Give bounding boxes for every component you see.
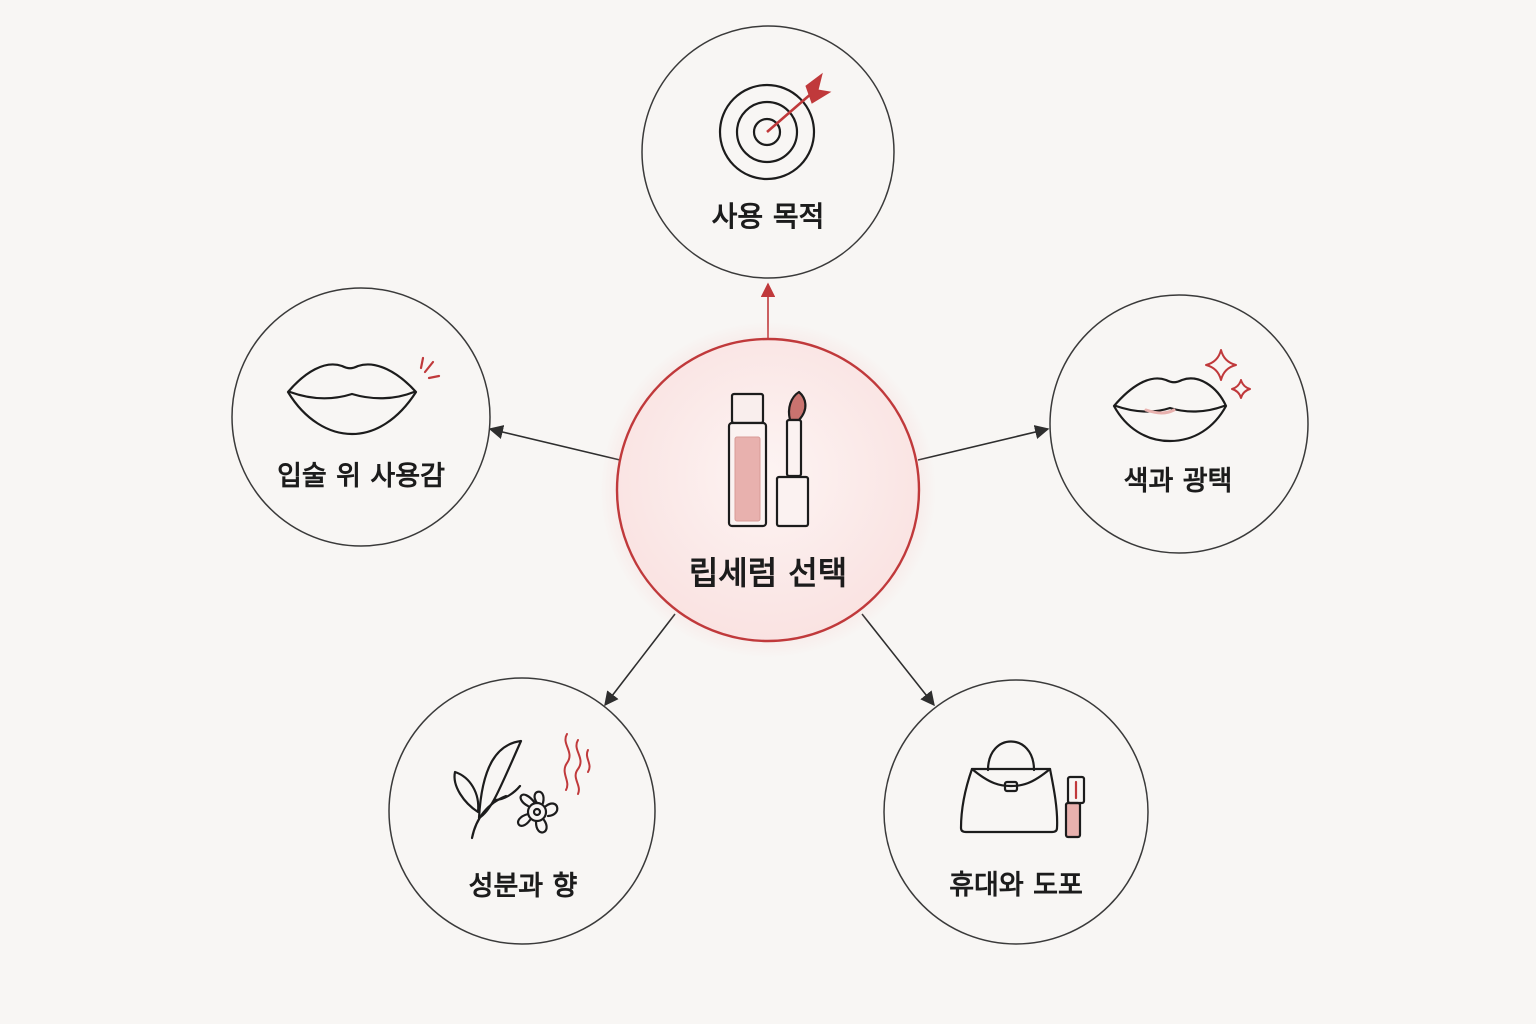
node-color-label: 색과 광택 — [1124, 466, 1233, 497]
node-color: 색과 광택 — [1049, 294, 1309, 554]
flower-leaf-scent-icon — [453, 733, 591, 840]
node-ingredients-circle — [388, 677, 656, 945]
node-feel-label: 입술 위 사용감 — [277, 461, 445, 492]
node-feel-circle — [231, 287, 491, 547]
node-portability-circle — [883, 679, 1149, 945]
center-node: 립세럼 선택 — [600, 322, 936, 658]
connectors — [488, 282, 1050, 707]
handbag-lipstick-icon — [959, 740, 1086, 839]
node-portability-label: 휴대와 도포 — [949, 870, 1083, 901]
node-purpose: 사용 목적 — [641, 25, 895, 279]
glossy-lips-sparkle-icon — [1112, 349, 1251, 443]
center-circle — [615, 337, 921, 643]
node-purpose-circle — [641, 25, 895, 279]
node-portability: 휴대와 도포 — [883, 679, 1149, 945]
node-purpose-label: 사용 목적 — [712, 200, 825, 233]
connector-feel — [488, 425, 621, 461]
connector-color — [917, 425, 1050, 461]
node-ingredients: 성분과 향 — [388, 677, 656, 945]
target-arrow-icon — [718, 72, 832, 181]
lip-serum-tube-icon — [727, 390, 810, 528]
node-ingredients-label: 성분과 향 — [469, 871, 578, 902]
node-color-circle — [1049, 294, 1309, 554]
connector-ingredients — [604, 613, 676, 707]
center-label: 립세럼 선택 — [689, 554, 847, 592]
connector-portability — [861, 613, 935, 707]
lips-icon — [286, 356, 441, 436]
node-feel: 입술 위 사용감 — [231, 287, 491, 547]
